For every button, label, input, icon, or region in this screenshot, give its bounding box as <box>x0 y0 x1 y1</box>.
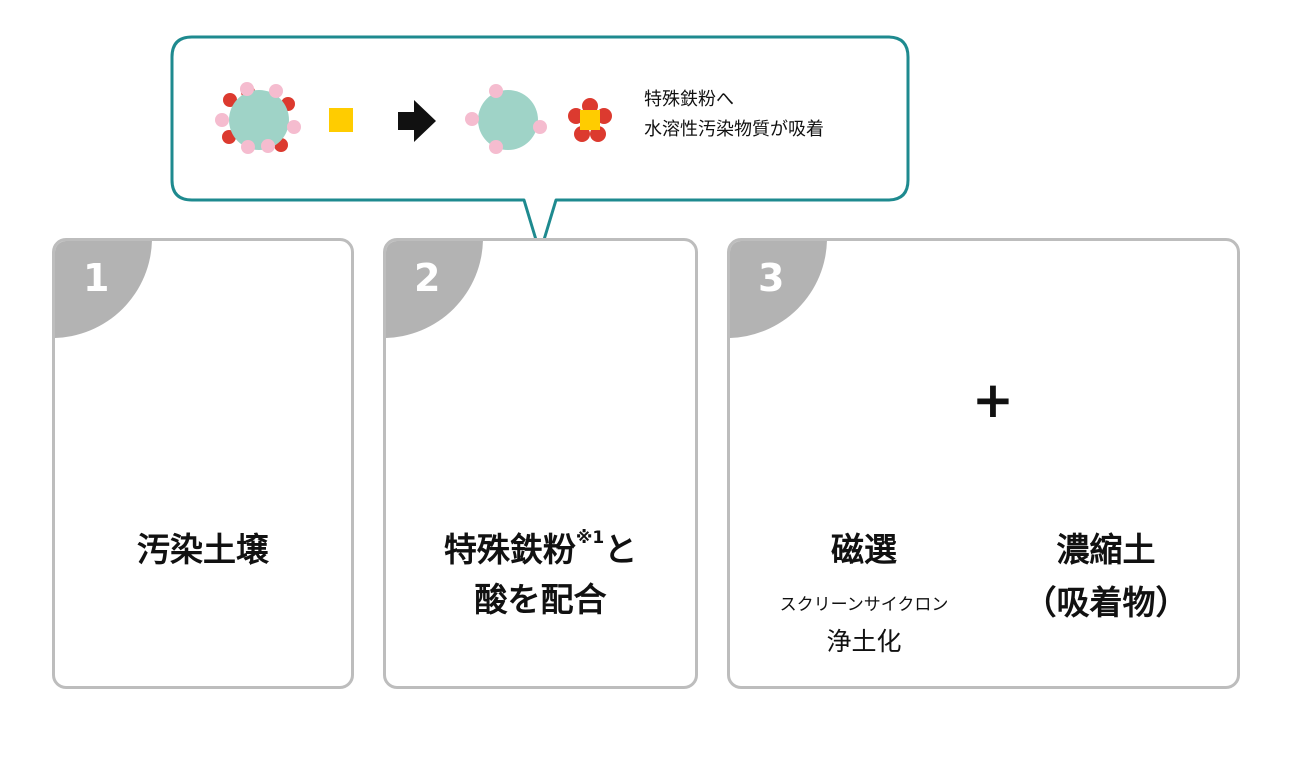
red-particle <box>223 93 237 107</box>
pink-particle <box>489 140 503 154</box>
pink-particle <box>489 84 503 98</box>
step-3-panel: 3 <box>727 238 1240 689</box>
step-1-panel: 1 <box>52 238 354 689</box>
pink-particle <box>240 82 254 96</box>
step-number: 2 <box>414 256 441 300</box>
pink-particle <box>261 139 275 153</box>
purified-soil-text: 浄土化 <box>826 627 902 656</box>
magnetic-separation-title: 磁選 <box>831 530 897 569</box>
step-3-tab: 3 <box>730 241 827 338</box>
step-number: 1 <box>83 256 110 300</box>
plus-sign: + <box>972 371 1014 429</box>
pink-particle <box>269 84 283 98</box>
step-2-tab: 2 <box>386 241 483 338</box>
pink-particle <box>241 140 255 154</box>
callout-reaction-illustration <box>215 82 612 154</box>
step-2-label-line-1: 特殊鉄粉※1と <box>383 525 698 575</box>
pink-particle <box>287 120 301 134</box>
and-text: と <box>604 530 638 569</box>
step-number: 3 <box>758 256 785 300</box>
footnote-marker: ※1 <box>575 528 605 548</box>
pink-particle <box>465 112 479 126</box>
iron-powder-square <box>329 108 353 132</box>
adsorbate-subtitle: （吸着物） <box>1023 583 1189 622</box>
pink-particle <box>533 120 547 134</box>
pink-particle <box>215 113 229 127</box>
callout-bubble <box>170 35 910 255</box>
step-1-tab: 1 <box>55 241 152 338</box>
step-1-label: 汚染土壌 <box>137 530 269 569</box>
step-2-label: 特殊鉄粉※1と 酸を配合 <box>383 525 698 625</box>
iron-powder-text: 特殊鉄粉 <box>443 530 576 569</box>
step-2-label-line-2: 酸を配合 <box>474 580 607 619</box>
callout-line-2: 水溶性汚染物質が吸着 <box>644 119 824 140</box>
teal-particle <box>229 90 289 150</box>
teal-particle <box>478 90 538 150</box>
concentrated-soil-title: 濃縮土 <box>1056 530 1156 569</box>
screen-cyclone-text: スクリーンサイクロン <box>779 595 949 615</box>
step-2-panel: 2 <box>383 238 698 689</box>
iron-powder-square <box>580 110 600 130</box>
callout-text: 特殊鉄粉へ 水溶性汚染物質が吸着 <box>644 85 824 145</box>
callout-line-1: 特殊鉄粉へ <box>644 89 734 110</box>
arrow-right-icon <box>398 100 436 142</box>
